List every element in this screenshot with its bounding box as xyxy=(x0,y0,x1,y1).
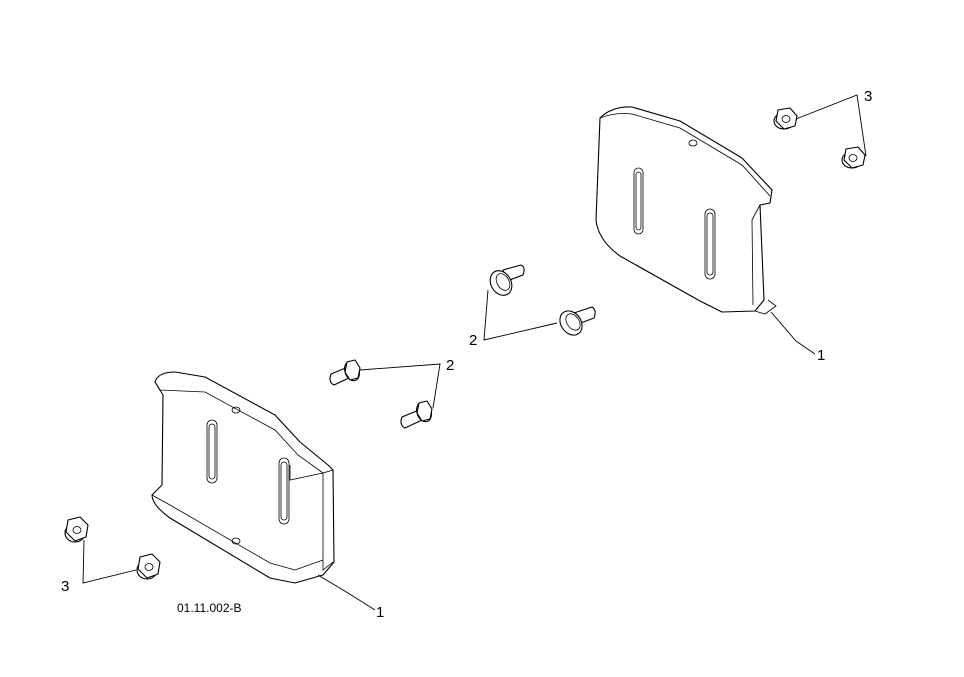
carriage-bolt-upper xyxy=(489,264,525,296)
callout-3-left: 3 xyxy=(61,578,69,595)
callout-1-right: 1 xyxy=(817,347,825,364)
figure-code: 01.11.002-B xyxy=(177,601,242,615)
flange-nut-left-upper xyxy=(64,516,89,543)
leader-lines xyxy=(82,94,867,611)
flange-bolt-lower xyxy=(400,400,433,429)
flange-nut-right-lower xyxy=(841,146,866,169)
callout-1-left: 1 xyxy=(376,604,384,621)
callout-3-right: 3 xyxy=(864,88,872,105)
flange-bolt-upper xyxy=(329,359,361,386)
skid-shoe-right xyxy=(595,106,777,315)
carriage-bolt-lower xyxy=(559,306,596,336)
flange-nut-right-upper xyxy=(773,107,798,130)
skid-shoe-left xyxy=(151,371,335,584)
callout-2-left: 2 xyxy=(446,357,454,374)
flange-nut-left-lower xyxy=(136,553,161,580)
callout-2-right: 2 xyxy=(469,332,477,349)
